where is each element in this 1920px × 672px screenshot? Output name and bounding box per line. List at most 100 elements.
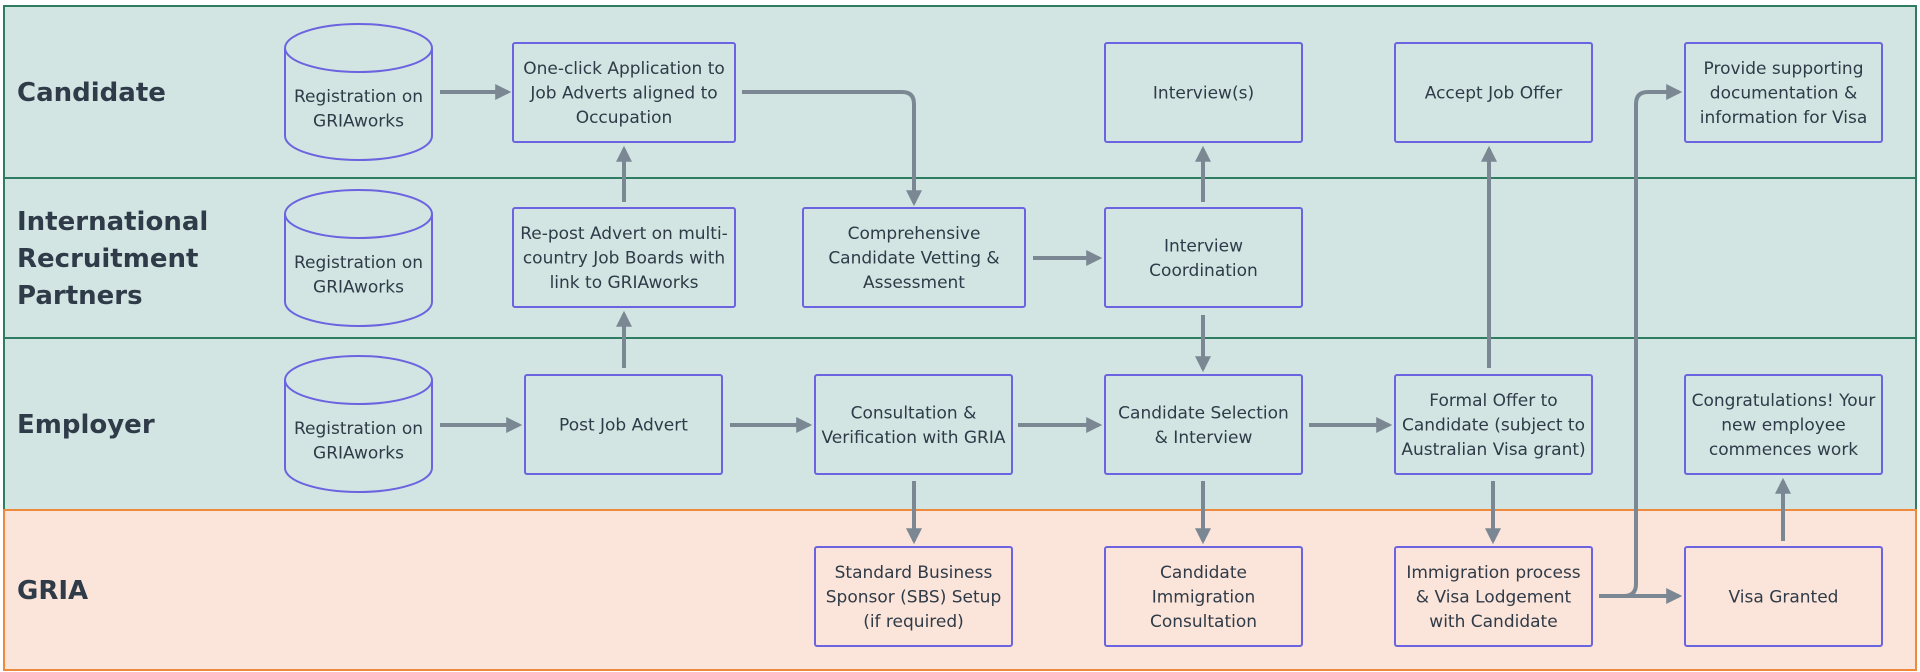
node-label: Post Job Advert [559, 416, 688, 436]
process-node-c_docs: Provide supporting documentation & informa… [1684, 42, 1883, 143]
node-label: Visa Granted [1729, 588, 1839, 608]
node-label: Standard Business [835, 563, 993, 583]
database-top [284, 189, 433, 239]
node-label: Congratulations! Your [1692, 391, 1876, 411]
lane-title: Candidate [17, 78, 166, 108]
process-node-g_visa: Visa Granted [1684, 546, 1883, 647]
database-top [284, 355, 433, 405]
lane-title: GRIA [17, 576, 88, 606]
node-label: Occupation [576, 108, 673, 128]
node-box [1394, 546, 1593, 647]
lane-employer-background [3, 337, 1917, 511]
lane-title: Employer [17, 410, 155, 440]
nodes-layer: Registration on GRIAworks One-click Applic… [284, 23, 1883, 647]
node-label: Immigration [1152, 588, 1256, 608]
node-label: Australian Visa grant) [1401, 440, 1585, 460]
node-label: Candidate Vetting & [828, 249, 999, 269]
lane-candidate-background [3, 5, 1917, 179]
node-label: Comprehensive [848, 224, 981, 244]
database-node-i_reg: Registration on GRIAworks [284, 189, 433, 327]
arrow-c_apply-to-i_vetting [742, 90, 922, 207]
lane-title: Partners [17, 281, 143, 311]
lane-gria: GRIA [3, 509, 1917, 671]
node-label: Candidate [1160, 563, 1247, 583]
node-label: GRIAworks [313, 111, 404, 131]
node-label: (if required) [863, 612, 964, 632]
node-box [512, 207, 736, 308]
node-label: new employee [1721, 416, 1845, 436]
node-label: Interview(s) [1153, 84, 1254, 104]
lane-employer: Employer [3, 337, 1917, 511]
node-box [1104, 207, 1303, 308]
node-label: GRIAworks [313, 443, 404, 463]
node-box [524, 374, 723, 475]
node-label: with Candidate [1429, 612, 1557, 632]
lane-candidate: Candidate [3, 5, 1917, 179]
node-label: Interview [1164, 236, 1243, 256]
node-label: Job Adverts aligned to [529, 84, 717, 104]
lanes-layer: CandidateInternationalRecruitmentPartner… [3, 5, 1917, 671]
node-label: Assessment [863, 273, 965, 293]
process-node-g_immig: Immigration process & Visa Lodgement with … [1394, 546, 1593, 647]
node-box [1684, 42, 1883, 143]
lane-title: Recruitment [17, 244, 198, 274]
database-top [284, 23, 433, 73]
node-label: Formal Offer to [1429, 391, 1557, 411]
process-node-c_apply: One-click Application to Job Adverts alig… [512, 42, 736, 143]
node-label: link to GRIAworks [550, 273, 699, 293]
lane-irp-background [3, 177, 1917, 339]
node-label: Candidate Selection [1118, 403, 1289, 423]
node-label: Immigration process [1406, 563, 1580, 583]
lane-gria-background [3, 509, 1917, 671]
node-box [802, 207, 1026, 308]
node-label: Registration on [294, 253, 423, 273]
node-label: Consultation [1150, 612, 1257, 632]
node-label: Registration on [294, 419, 423, 439]
node-box [1104, 374, 1303, 475]
process-node-c_accept: Accept Job Offer [1394, 42, 1593, 143]
database-node-e_reg: Registration on GRIAworks [284, 355, 433, 493]
process-node-e_commence: Congratulations! Your new employee commenc… [1684, 374, 1883, 475]
node-label: & Interview [1155, 428, 1253, 448]
process-node-e_select: Candidate Selection & Interview [1104, 374, 1303, 475]
node-label: documentation & [1710, 84, 1857, 104]
database-body [284, 48, 433, 161]
node-label: Re-post Advert on multi- [520, 224, 728, 244]
node-box [1104, 42, 1303, 143]
node-label: GRIAworks [313, 277, 404, 297]
node-label: Accept Job Offer [1425, 84, 1563, 104]
node-label: Candidate (subject to [1402, 416, 1585, 436]
process-node-e_offer: Formal Offer to Candidate (subject to Aust… [1394, 374, 1593, 475]
node-label: Coordination [1149, 261, 1258, 281]
node-label: & Visa Lodgement [1416, 588, 1572, 608]
node-label: Provide supporting [1704, 59, 1864, 79]
process-node-e_consult: Consultation & Verification with GRIA [814, 374, 1013, 475]
lane-title: International [17, 207, 208, 237]
node-box [1684, 546, 1883, 647]
node-box [512, 42, 736, 143]
node-box [1394, 374, 1593, 475]
node-box [1684, 374, 1883, 475]
node-label: One-click Application to [523, 59, 725, 79]
node-label: information for Visa [1700, 108, 1868, 128]
node-box [814, 374, 1013, 475]
node-label: Consultation & [851, 403, 977, 423]
arrow-g_immig-to-c_docs [1599, 84, 1683, 598]
database-body [284, 380, 433, 493]
process-node-i_repost: Re-post Advert on multi-country Job Boar… [512, 207, 736, 308]
node-box [1104, 546, 1303, 647]
node-label: commences work [1709, 440, 1858, 460]
node-label: Verification with GRIA [821, 428, 1005, 448]
node-box [814, 546, 1013, 647]
database-body [284, 214, 433, 327]
process-node-e_post: Post Job Advert [524, 374, 723, 475]
process-node-c_interview: Interview(s) [1104, 42, 1303, 143]
node-label: country Job Boards with [523, 249, 725, 269]
